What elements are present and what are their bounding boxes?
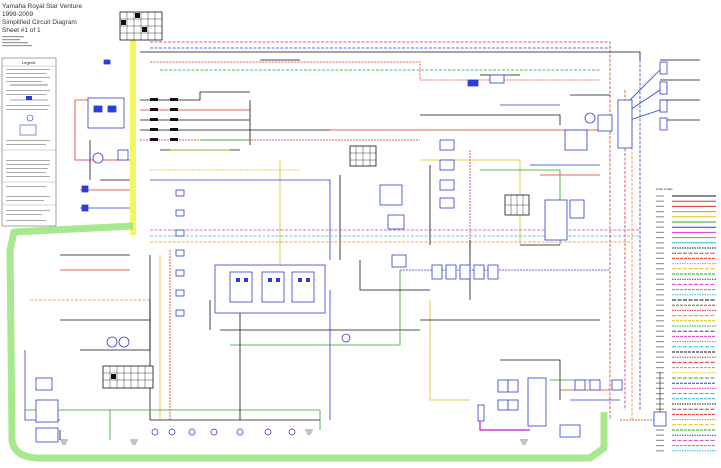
color-code-label-mark — [656, 247, 664, 249]
battery-block — [87, 97, 125, 129]
color-code-label-mark — [656, 226, 664, 228]
gauge-symbol — [92, 152, 104, 164]
module-bottom-left-b — [35, 399, 59, 423]
title-line-2: 1999-2009 — [2, 11, 33, 18]
color-code-table: Color Codes — [656, 187, 716, 452]
color-code-label-mark — [656, 242, 664, 244]
color-code-label-mark — [656, 320, 664, 322]
module-bottom-left-a — [35, 377, 53, 391]
title-line-4: Sheet #1 of 1 — [2, 27, 41, 34]
color-code-label-mark — [656, 325, 664, 327]
color-code-label-mark — [656, 330, 664, 332]
color-code-label-mark — [656, 200, 664, 202]
sensor-symbol — [341, 333, 351, 343]
color-code-label-mark — [656, 445, 664, 447]
fuse-row — [150, 98, 178, 141]
indicator-light-b — [118, 336, 130, 348]
color-code-label-mark — [656, 273, 664, 275]
color-code-label-mark — [656, 439, 664, 441]
legend-box: Legend — [1, 57, 57, 227]
color-code-label-mark — [656, 283, 664, 285]
color-code-label-mark — [656, 257, 664, 259]
color-code-label-mark — [656, 351, 664, 353]
relay-unit — [214, 264, 326, 314]
color-code-label-mark — [656, 315, 664, 317]
color-code-label-mark — [656, 252, 664, 254]
color-code-label-mark — [656, 263, 664, 265]
color-code-label-mark — [656, 205, 664, 207]
switch-column — [175, 189, 185, 317]
color-code-label-mark — [656, 335, 664, 337]
bulb-row — [151, 428, 296, 436]
color-code-label-mark — [656, 231, 664, 233]
color-code-label-mark — [656, 304, 664, 306]
color-code-label-mark — [656, 450, 664, 452]
control-unit — [544, 199, 568, 241]
color-code-label-mark — [656, 294, 664, 296]
color-code-heading: Color Codes — [656, 187, 673, 191]
relay-a — [379, 184, 403, 206]
title-line-1: Yamaha Royal Star Venture — [2, 3, 82, 10]
color-code-label-mark — [656, 309, 664, 311]
color-code-label-mark — [656, 361, 664, 363]
module-bottom-left-c — [35, 427, 59, 443]
color-code-label-mark — [656, 356, 664, 358]
title-block: Yamaha Royal Star Venture 1999-2009 Simp… — [2, 3, 82, 47]
title-small-notes — [2, 36, 32, 47]
color-code-label-mark — [656, 216, 664, 218]
color-code-label-mark — [656, 367, 664, 369]
color-code-label-mark — [656, 429, 664, 431]
color-code-label-mark — [656, 237, 664, 239]
relay-b — [387, 214, 405, 230]
color-code-label-mark — [656, 221, 664, 223]
highlight-green-trace — [6, 222, 608, 462]
audio-unit — [527, 377, 547, 427]
legend-heading: Legend — [22, 60, 35, 65]
color-code-label-mark — [656, 268, 664, 270]
color-code-label-mark — [656, 299, 664, 301]
connector-grid-bottom — [102, 365, 154, 389]
color-code-label-mark — [656, 341, 664, 343]
components — [35, 11, 668, 443]
color-code-label-mark — [656, 211, 664, 213]
color-code-label-mark — [656, 289, 664, 291]
grounds — [60, 372, 661, 445]
junction-block — [617, 99, 633, 149]
connector-bank — [431, 264, 499, 280]
color-code-label-mark — [656, 346, 664, 348]
color-code-label-mark — [656, 278, 664, 280]
title-line-3: Simplified Circuit Diagram — [2, 19, 77, 26]
color-code-label-mark — [656, 195, 664, 197]
color-code-label-mark — [656, 434, 664, 436]
indicator-light-a — [106, 336, 118, 348]
module-right-a — [564, 129, 588, 151]
